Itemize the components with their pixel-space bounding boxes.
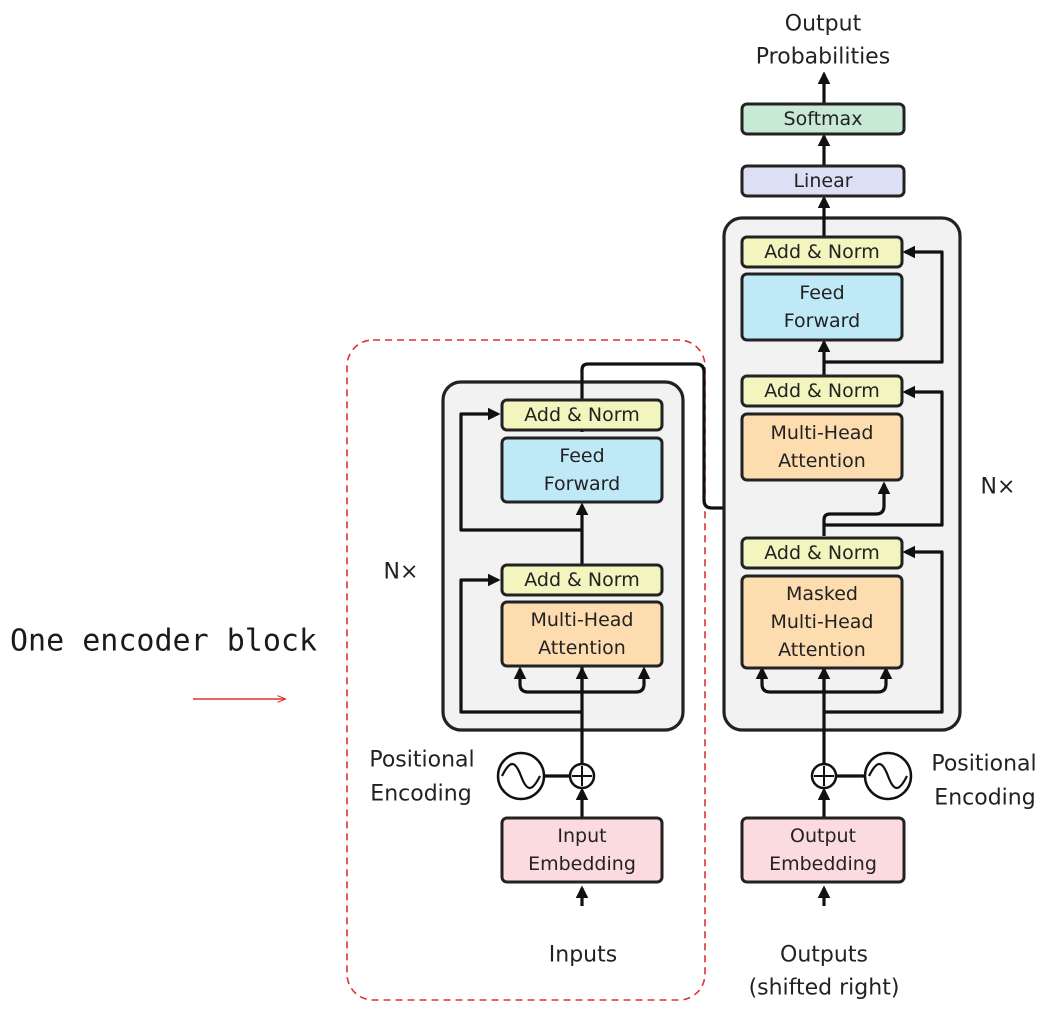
annotation-label: One encoder block: [10, 624, 317, 659]
softmax-label: Softmax: [784, 108, 863, 130]
decoder-masked-branch-left: [755, 666, 824, 694]
encoder-ff-label-2: Forward: [544, 473, 620, 495]
decoder-masked-label-1: Masked: [786, 583, 858, 605]
encoder-plus-icon: [572, 766, 592, 786]
encoder-residual-2: [459, 407, 582, 532]
decoder-feed-forward: [740, 272, 904, 342]
decoder-query-arrow: [822, 481, 891, 536]
decoder-add-norm-2-label: Add & Norm: [764, 380, 880, 402]
decoder-masked-attention: [740, 574, 904, 670]
input-embedding-box: [500, 816, 664, 884]
encoder-attn-label-2: Attention: [538, 637, 626, 659]
encoder-pe-label-1: Positional: [369, 748, 474, 773]
input-embedding-label-2: Embedding: [528, 853, 636, 875]
decoder-sine-wave-path: [868, 762, 908, 790]
decoder-masked-branch-right: [824, 666, 893, 694]
encoder-add-norm-2-label: Add & Norm: [524, 404, 640, 426]
encoder-highlight-region: [346, 339, 706, 1001]
outputs-label-1: Outputs: [780, 943, 868, 968]
encoder-pe-label-2: Encoding: [370, 782, 471, 807]
output-probabilities-label-2: Probabilities: [756, 45, 890, 70]
decoder-add-norm-3: [740, 235, 904, 269]
decoder-ff-label-2: Forward: [784, 310, 860, 332]
decoder-pe-label-2: Encoding: [934, 786, 1035, 811]
encoder-add-norm-1-label: Add & Norm: [524, 569, 640, 591]
decoder-add-norm-1-label: Add & Norm: [764, 542, 880, 564]
encoder-residual-1: [459, 573, 582, 714]
inputs-label: Inputs: [549, 943, 617, 968]
encoder-output-line: [580, 362, 880, 510]
linear-box: [740, 164, 906, 198]
decoder-residual-1: [824, 545, 944, 714]
encoder-multi-head-attention: [500, 600, 664, 668]
softmax-box: [740, 102, 906, 136]
encoder-attn-branch-right: [582, 666, 651, 694]
decoder-cross-attention: [740, 412, 904, 482]
decoder-masked-label-2: Multi-Head: [771, 611, 874, 633]
encoder-feed-forward: [500, 436, 664, 504]
decoder-ff-label-1: Feed: [799, 282, 844, 304]
outputs-label-2: (shifted right): [749, 976, 900, 1001]
output-probabilities-label-1: Output: [785, 12, 862, 37]
encoder-attn-branch-left: [513, 666, 582, 694]
decoder-residual-3: [824, 245, 944, 364]
output-embedding-box: [740, 816, 906, 884]
output-embedding-label-1: Output: [790, 825, 856, 847]
encoder-repeat-label: N×: [384, 560, 419, 585]
encoder-stack: [441, 380, 685, 732]
encoder-add-norm-2: [500, 398, 664, 432]
decoder-plus-icon: [814, 766, 834, 786]
decoder-repeat-label: N×: [981, 475, 1016, 500]
linear-label: Linear: [793, 170, 852, 192]
encoder-attn-label-1: Multi-Head: [531, 609, 634, 631]
decoder-cross-attn-label-1: Multi-Head: [771, 422, 874, 444]
encoder-sine-wave-path: [501, 762, 541, 790]
decoder-add-norm-2: [740, 374, 904, 408]
encoder-ff-label-1: Feed: [559, 445, 604, 467]
output-embedding-label-2: Embedding: [769, 853, 877, 875]
decoder-add-norm-3-label: Add & Norm: [764, 241, 880, 263]
decoder-add-norm-1: [740, 536, 904, 570]
encoder-add-norm-1: [500, 563, 664, 597]
decoder-cross-attn-label-2: Attention: [778, 450, 866, 472]
input-embedding-label-1: Input: [557, 825, 606, 847]
decoder-masked-label-3: Attention: [778, 639, 866, 661]
decoder-pe-label-1: Positional: [931, 752, 1036, 777]
decoder-residual-2: [824, 385, 944, 527]
